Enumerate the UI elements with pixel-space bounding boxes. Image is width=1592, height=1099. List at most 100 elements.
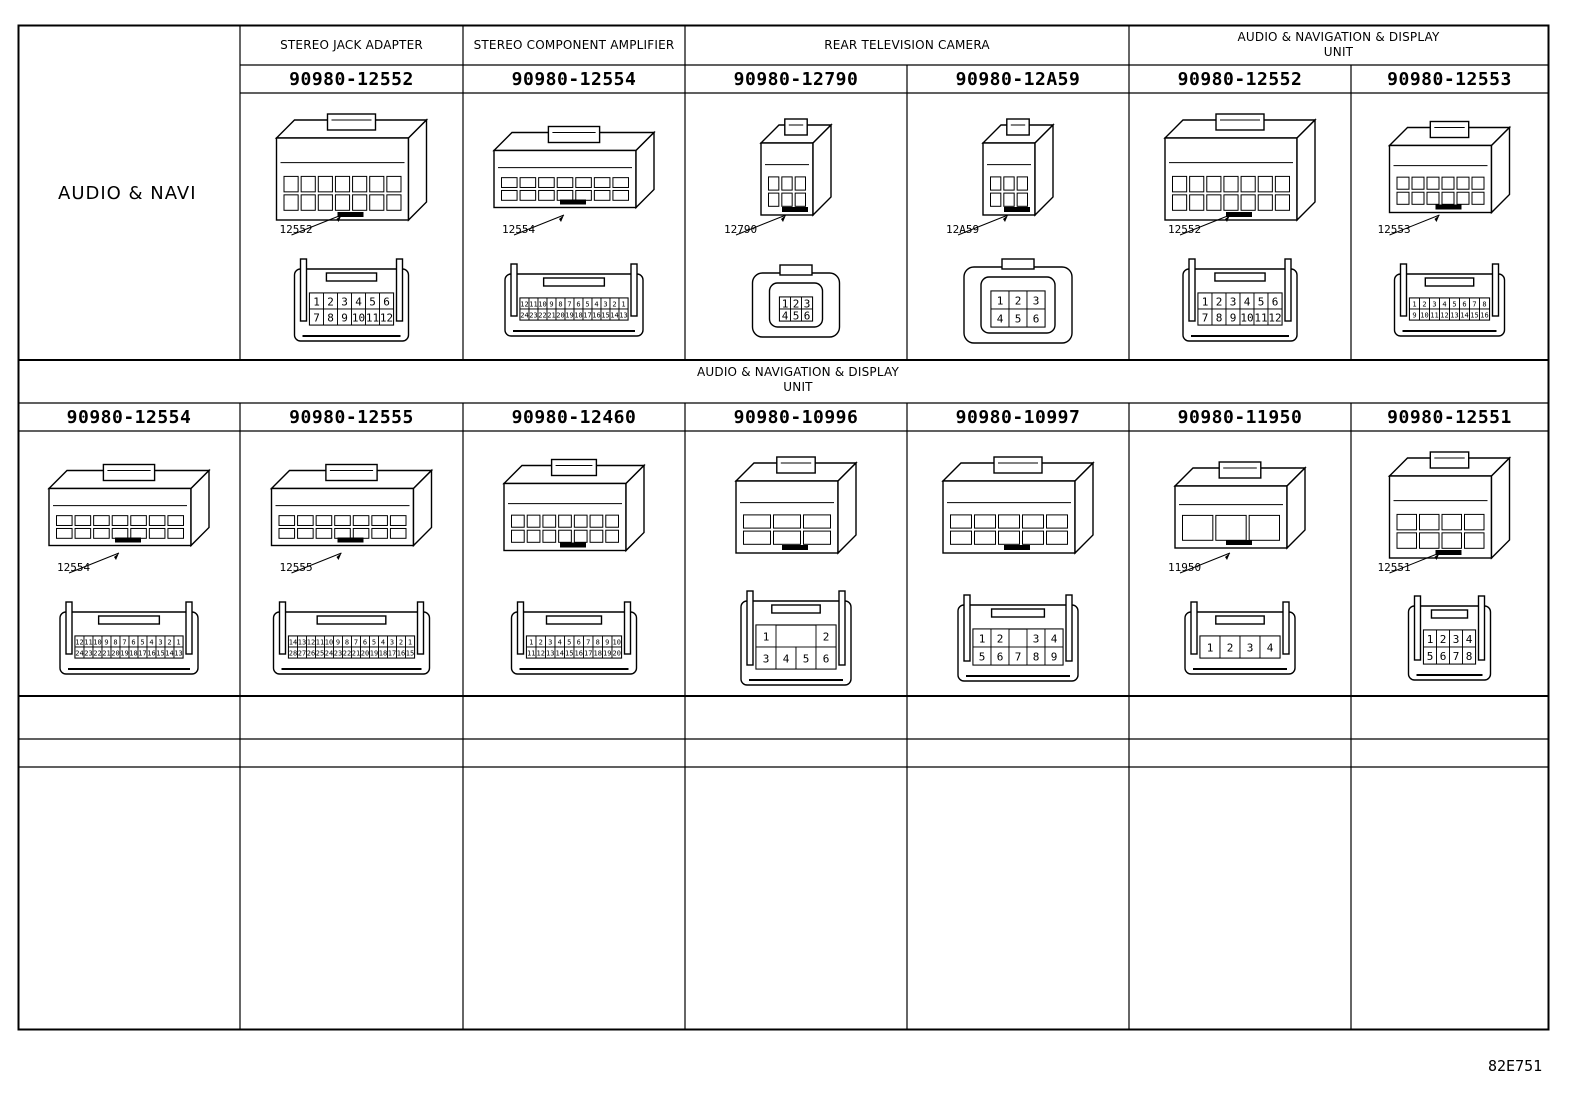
pin-number: 1 (1412, 301, 1416, 309)
group-header-stereo-component-amplifier: STEREO COMPONENT AMPLIFIER (473, 38, 675, 52)
pin-number: 16 (397, 650, 405, 658)
pin-number: 2 (823, 631, 830, 644)
pin-number: 25 (316, 650, 324, 658)
pin-number: 10 (325, 639, 333, 647)
pin-number: 7 (1472, 301, 1476, 309)
pin-number: 23 (84, 650, 92, 658)
group-header-audio-navigation-display-unit-row2: AUDIO & NAVIGATION & DISPLAY UNIT (18, 365, 1578, 395)
pin-number: 13 (174, 650, 182, 658)
pin-number: 6 (823, 653, 830, 666)
pin-number: 4 (1244, 296, 1251, 309)
pin-number: 9 (104, 639, 108, 647)
connector-tag: 12553 (1378, 223, 1411, 236)
pin-number: 2 (612, 301, 616, 309)
pin-number: 8 (1033, 651, 1040, 664)
pin-number: 3 (1033, 295, 1040, 308)
pin-number: 4 (381, 639, 385, 647)
pin-number: 23 (334, 650, 342, 658)
pin-number: 11 (366, 312, 379, 325)
pin-number: 3 (341, 296, 348, 309)
pin-number: 2 (327, 296, 334, 309)
pin-number: 21 (352, 650, 360, 658)
pin-number: 22 (343, 650, 351, 658)
pin-number: 5 (979, 651, 986, 664)
row-label-audio-navi: AUDIO & NAVI (58, 183, 197, 204)
part-number: 90980-12790 (733, 69, 859, 90)
pin-number: 15 (156, 650, 164, 658)
pin-number: 20 (361, 650, 369, 658)
pin-number: 3 (1247, 642, 1254, 655)
part-number: 90980-10996 (733, 407, 859, 428)
pin-number: 6 (1440, 650, 1447, 663)
pin-number: 7 (586, 639, 590, 647)
pin-number: 10 (93, 639, 101, 647)
part-number: 90980-12552 (289, 69, 414, 90)
pin-number: 20 (111, 650, 119, 658)
pin-number: 2 (167, 639, 171, 647)
connector-isometric (47, 463, 211, 548)
pin-number: 19 (603, 650, 611, 658)
pin-number: 27 (298, 650, 306, 658)
part-number: 90980-10997 (955, 407, 1081, 428)
pin-number: 2 (1227, 642, 1234, 655)
pin-number: 10 (1240, 312, 1253, 325)
pin-number: 6 (1462, 301, 1466, 309)
pin-number: 6 (363, 639, 367, 647)
connector-tag: 12552 (280, 223, 313, 236)
pin-number: 18 (129, 650, 137, 658)
pin-number: 9 (1230, 312, 1237, 325)
pin-number: 7 (1453, 650, 1460, 663)
pin-number: 12 (1268, 312, 1281, 325)
pin-number: 1 (979, 633, 986, 646)
pin-number: 4 (782, 310, 789, 323)
pin-number: 14 (1460, 312, 1468, 320)
pin-number: 3 (548, 639, 552, 647)
pin-number: 1 (763, 631, 770, 644)
pin-number: 10 (538, 301, 546, 309)
pin-number: 11 (1430, 312, 1438, 320)
group-header-line1: AUDIO & NAVIGATION & DISPLAY (696, 365, 900, 379)
pin-number: 2 (1422, 301, 1426, 309)
pin-number: 15 (406, 650, 414, 658)
pin-number: 2 (539, 639, 543, 647)
pin-number: 4 (1466, 633, 1473, 646)
connector-tag: 12A59 (946, 223, 979, 236)
pin-number: 21 (547, 312, 555, 320)
pin-number: 4 (1267, 642, 1274, 655)
connector-tag: 12790 (724, 223, 757, 236)
pin-number: 12 (75, 639, 83, 647)
pin-number: 20 (556, 312, 564, 320)
pin-number: 14 (556, 650, 564, 658)
pin-number: 6 (1272, 296, 1279, 309)
pin-number: 10 (352, 312, 365, 325)
pin-number: 17 (388, 650, 396, 658)
group-header-stereo-jack-adapter: STEREO JACK ADAPTER (280, 38, 423, 52)
connector-isometric (269, 463, 434, 548)
pin-number: 5 (1015, 313, 1022, 326)
connector-isometric (1163, 113, 1317, 222)
pin-number: 5 (803, 653, 810, 666)
pin-number: 9 (1412, 312, 1416, 320)
pin-number: 6 (577, 639, 581, 647)
pin-number: 14 (289, 639, 297, 647)
pin-number: 16 (1480, 312, 1488, 320)
pin-number: 9 (341, 312, 348, 325)
pin-number: 28 (289, 650, 297, 658)
pin-number: 5 (372, 639, 376, 647)
connector-isometric (941, 456, 1095, 555)
pin-number: 12 (307, 639, 315, 647)
pin-number: 18 (574, 312, 582, 320)
connector-isometric (492, 125, 656, 210)
pin-number: 20 (613, 650, 621, 658)
